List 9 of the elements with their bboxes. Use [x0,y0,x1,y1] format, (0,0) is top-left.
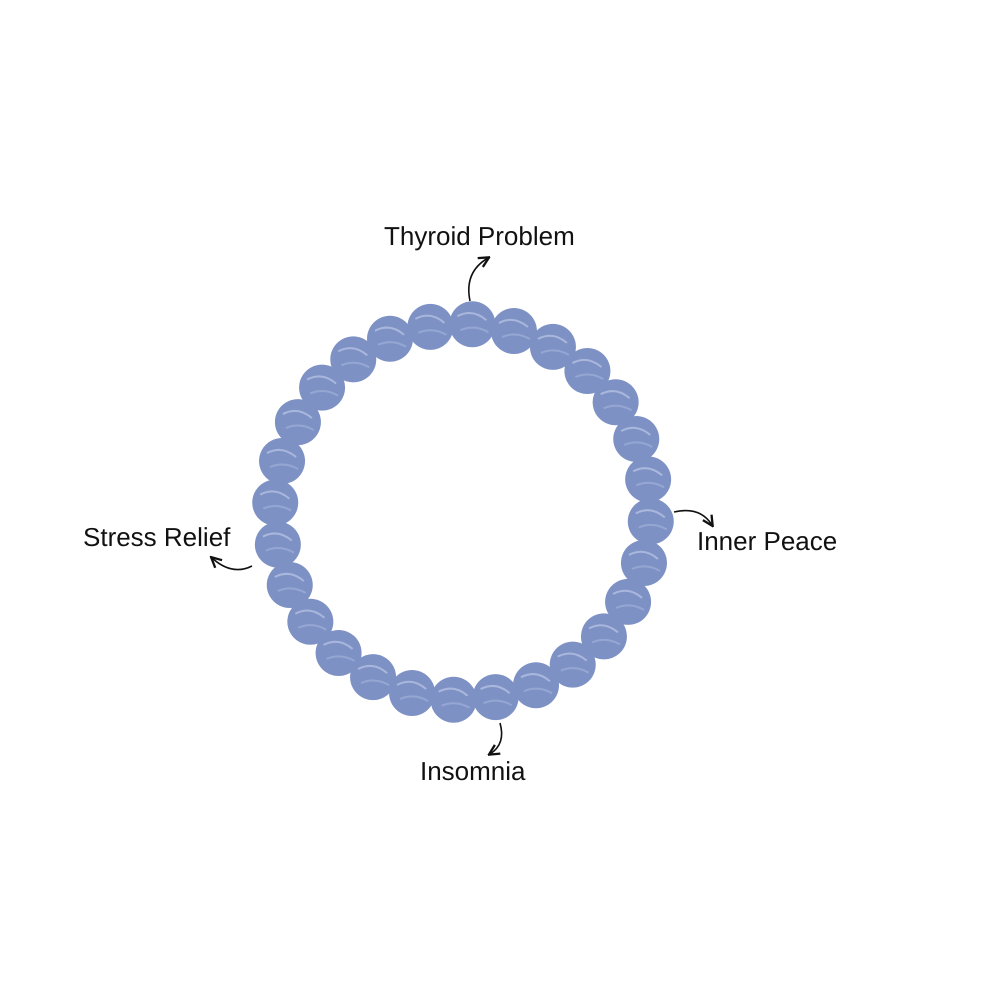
bracelet-drawing [252,301,674,723]
benefit-label: Thyroid Problem [384,221,575,251]
benefit-label: Inner Peace [697,526,838,556]
curved-arrow [488,722,502,756]
benefit-label: Insomnia [420,756,526,786]
curved-arrow [210,556,252,570]
benefit-label: Stress Relief [83,522,230,552]
curved-arrow [674,510,714,528]
curved-arrow [468,256,490,302]
